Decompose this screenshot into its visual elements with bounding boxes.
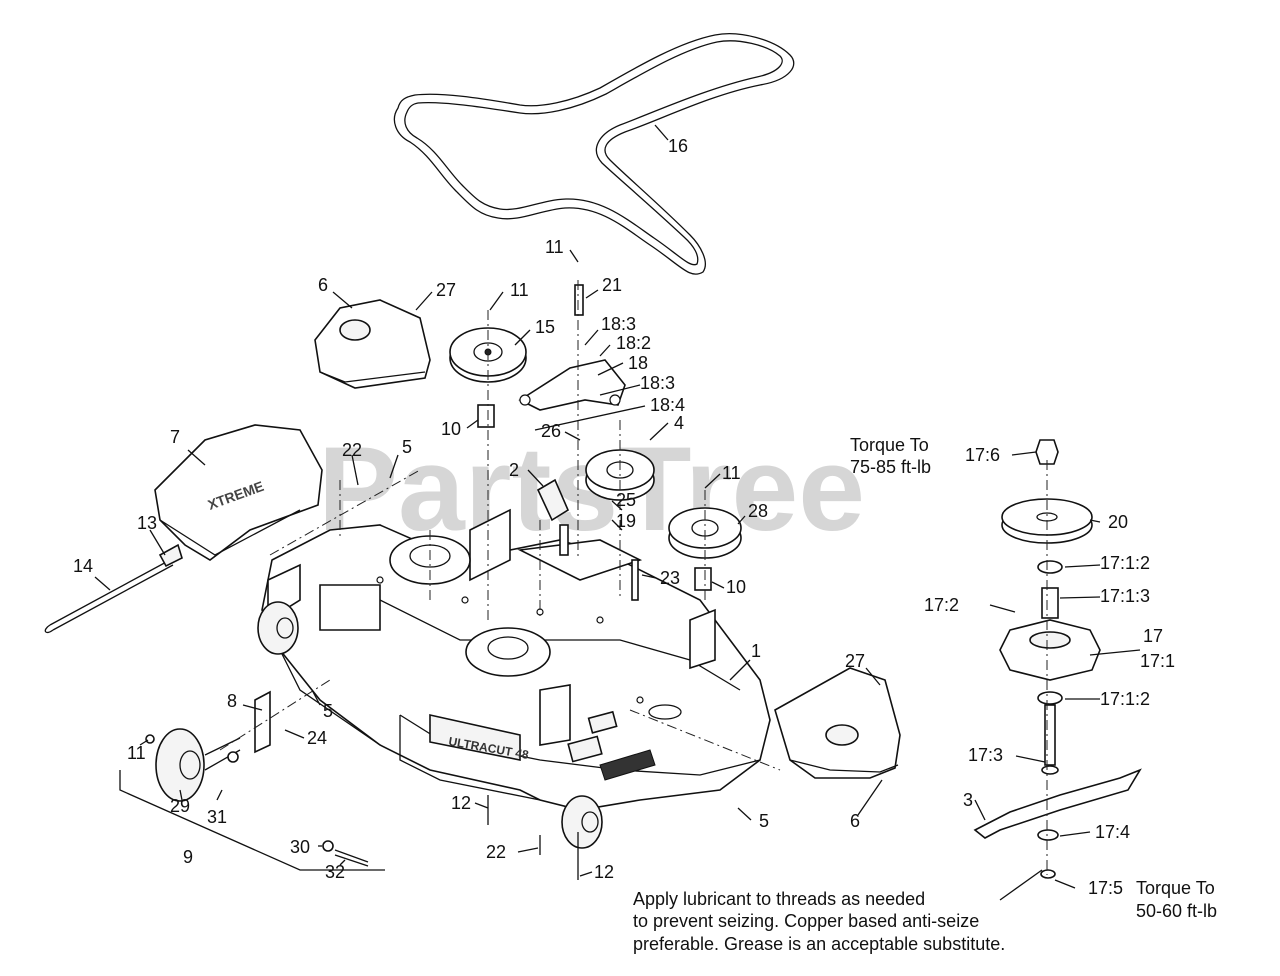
lubricant-note-line1: Apply lubricant to threads as needed [633, 889, 925, 909]
callout: 26 [541, 421, 561, 441]
callout: 12 [451, 793, 471, 813]
callout: 16 [668, 136, 688, 156]
callout: 11 [510, 280, 529, 300]
callout: 32 [325, 862, 345, 882]
callout: 14 [73, 556, 93, 576]
callout: 17:6 [965, 445, 1000, 465]
callout: 17:5 [1088, 878, 1123, 898]
callout: 7 [170, 427, 180, 447]
spring [536, 478, 570, 522]
callout: 11 [545, 237, 564, 257]
callout: 11 [127, 743, 146, 763]
mower-deck: ULTRACUT 48 [257, 508, 771, 849]
callout: 18:2 [616, 333, 651, 353]
callout: 11 [722, 463, 741, 483]
caster-bolt [322, 840, 369, 867]
torque-note-line1: Torque To [850, 435, 929, 455]
callout: 22 [486, 842, 506, 862]
callout: 5 [323, 701, 333, 721]
callout: 17:2 [924, 595, 959, 615]
lubricant-note-line3: preferable. Grease is an acceptable subs… [633, 934, 1005, 954]
callout: 31 [207, 807, 227, 827]
lift-rod [44, 543, 183, 634]
callout: 9 [183, 847, 193, 867]
callout: 22 [342, 440, 362, 460]
callout: 17 [1143, 626, 1163, 646]
torque-note-line1: Torque To [1136, 878, 1215, 898]
left-belt-shield: XTREME [154, 424, 323, 561]
torque-note-line2: 50-60 ft-lb [1136, 901, 1217, 921]
caster-wheel [145, 728, 241, 802]
callout: 3 [963, 790, 973, 810]
caster-bracket [254, 690, 271, 754]
callout: 8 [227, 691, 237, 711]
callout: 6 [850, 811, 860, 831]
callout: 23 [660, 568, 680, 588]
callout: 15 [535, 317, 555, 337]
callout: 21 [602, 275, 622, 295]
callout: 17:1:3 [1100, 586, 1150, 606]
callout: 29 [170, 796, 190, 816]
callout: 10 [726, 577, 746, 597]
callout: 12 [594, 862, 614, 882]
right-deck-shield [774, 667, 901, 779]
lubricant-note-line2: to prevent seizing. Copper based anti-se… [633, 911, 979, 931]
leader-lines [94, 124, 1141, 901]
callout: 18:3 [640, 373, 675, 393]
callout: 17:1 [1140, 651, 1175, 671]
callout: 28 [748, 501, 768, 521]
spindle-assembly [973, 439, 1142, 879]
callout: 17:4 [1095, 822, 1130, 842]
callout: 6 [318, 275, 328, 295]
callout: 18:3 [601, 314, 636, 334]
callout: 13 [137, 513, 157, 533]
callout: 17:1:2 [1100, 553, 1150, 573]
callout: 27 [436, 280, 456, 300]
callout: 4 [674, 413, 684, 433]
callout: 24 [307, 728, 327, 748]
callout: 27 [845, 651, 865, 671]
callout: 30 [290, 837, 310, 857]
callout: 18:4 [650, 395, 685, 415]
callout-labels: 16 11 21 6 27 11 15 18:3 18:2 18 18:3 18… [73, 136, 1175, 898]
upper-belt-cover [314, 299, 431, 389]
callout: 20 [1108, 512, 1128, 532]
torque-note-spindle: Torque To 75-85 ft-lb [850, 435, 931, 477]
callout: 2 [509, 460, 519, 480]
callout: 5 [402, 437, 412, 457]
callout: 18 [628, 353, 648, 373]
callout: 17:3 [968, 745, 1003, 765]
callout: 10 [441, 419, 461, 439]
callout: 19 [616, 511, 636, 531]
torque-note-line2: 75-85 ft-lb [850, 457, 931, 477]
belt [393, 33, 795, 275]
torque-note-blade: Torque To 50-60 ft-lb [1136, 878, 1217, 921]
callout: 25 [616, 490, 636, 510]
lubricant-note: Apply lubricant to threads as needed to … [633, 889, 1005, 954]
callout: 1 [751, 641, 761, 661]
callout: 5 [759, 811, 769, 831]
kit-9-bracket [119, 770, 385, 871]
callout: 17:1:2 [1100, 689, 1150, 709]
